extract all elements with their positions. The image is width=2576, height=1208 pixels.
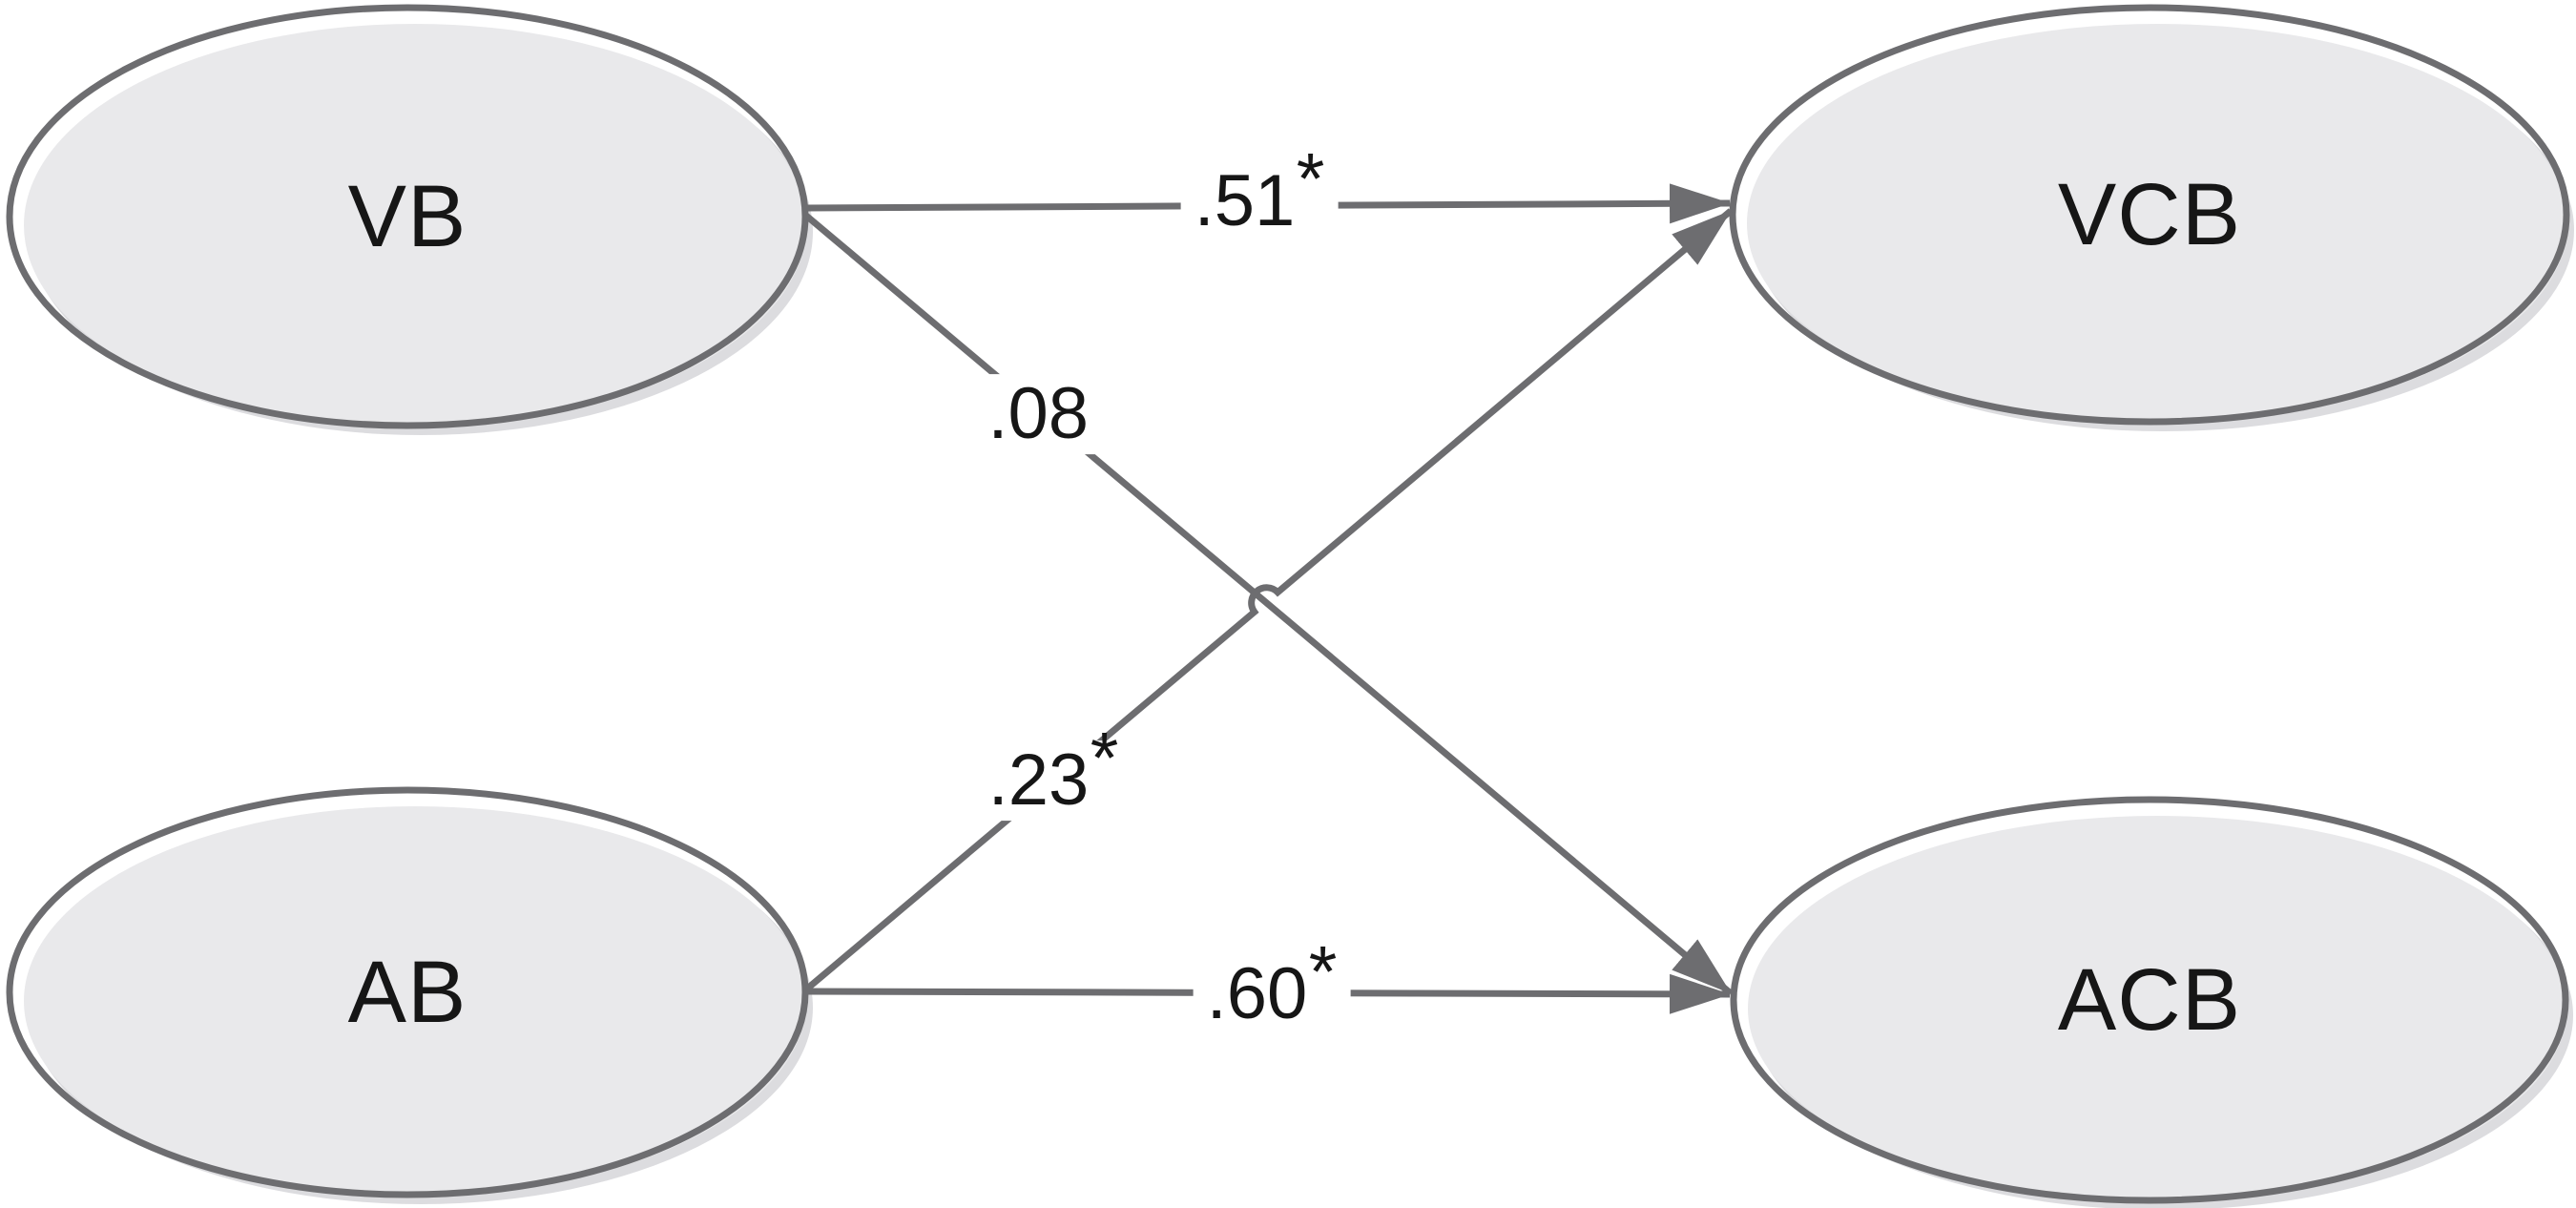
node-ab xyxy=(6,786,813,1204)
edge-coefficient: .60 xyxy=(1206,953,1308,1035)
vb-outline xyxy=(6,4,809,429)
edge-label-ab-vcb: .23* xyxy=(974,720,1132,822)
node-vcb xyxy=(1729,4,2574,431)
acb-fill xyxy=(1748,816,2566,1201)
node-acb xyxy=(1730,796,2573,1208)
vcb-fill xyxy=(1747,24,2567,423)
ab-outline xyxy=(6,786,809,1198)
edge-label-ab-acb: .60* xyxy=(1193,934,1351,1035)
node-label-acb: ACB xyxy=(2057,951,2242,1049)
node-label-vcb: VCB xyxy=(2057,166,2242,263)
significance-star: * xyxy=(1308,931,1338,1013)
significance-star: * xyxy=(1090,718,1119,800)
vb-fill xyxy=(24,24,806,427)
node-label-ab: AB xyxy=(347,944,467,1041)
acb-outline xyxy=(1730,796,2569,1204)
edge-coefficient: .51 xyxy=(1194,160,1296,242)
significance-star: * xyxy=(1296,138,1325,220)
node-vb xyxy=(6,4,813,435)
edge-ab-vcb xyxy=(803,208,1734,992)
edge-label-vb-vcb: .51* xyxy=(1180,141,1339,242)
edge-coefficient: .08 xyxy=(987,373,1090,455)
edge-coefficient: .23 xyxy=(987,739,1090,822)
vcb-outline xyxy=(1729,4,2570,426)
edge-vb-acb xyxy=(803,213,1734,996)
node-label-vb: VB xyxy=(347,168,467,265)
ab-fill xyxy=(24,806,806,1196)
edge-label-vb-acb: .08 xyxy=(974,373,1104,455)
